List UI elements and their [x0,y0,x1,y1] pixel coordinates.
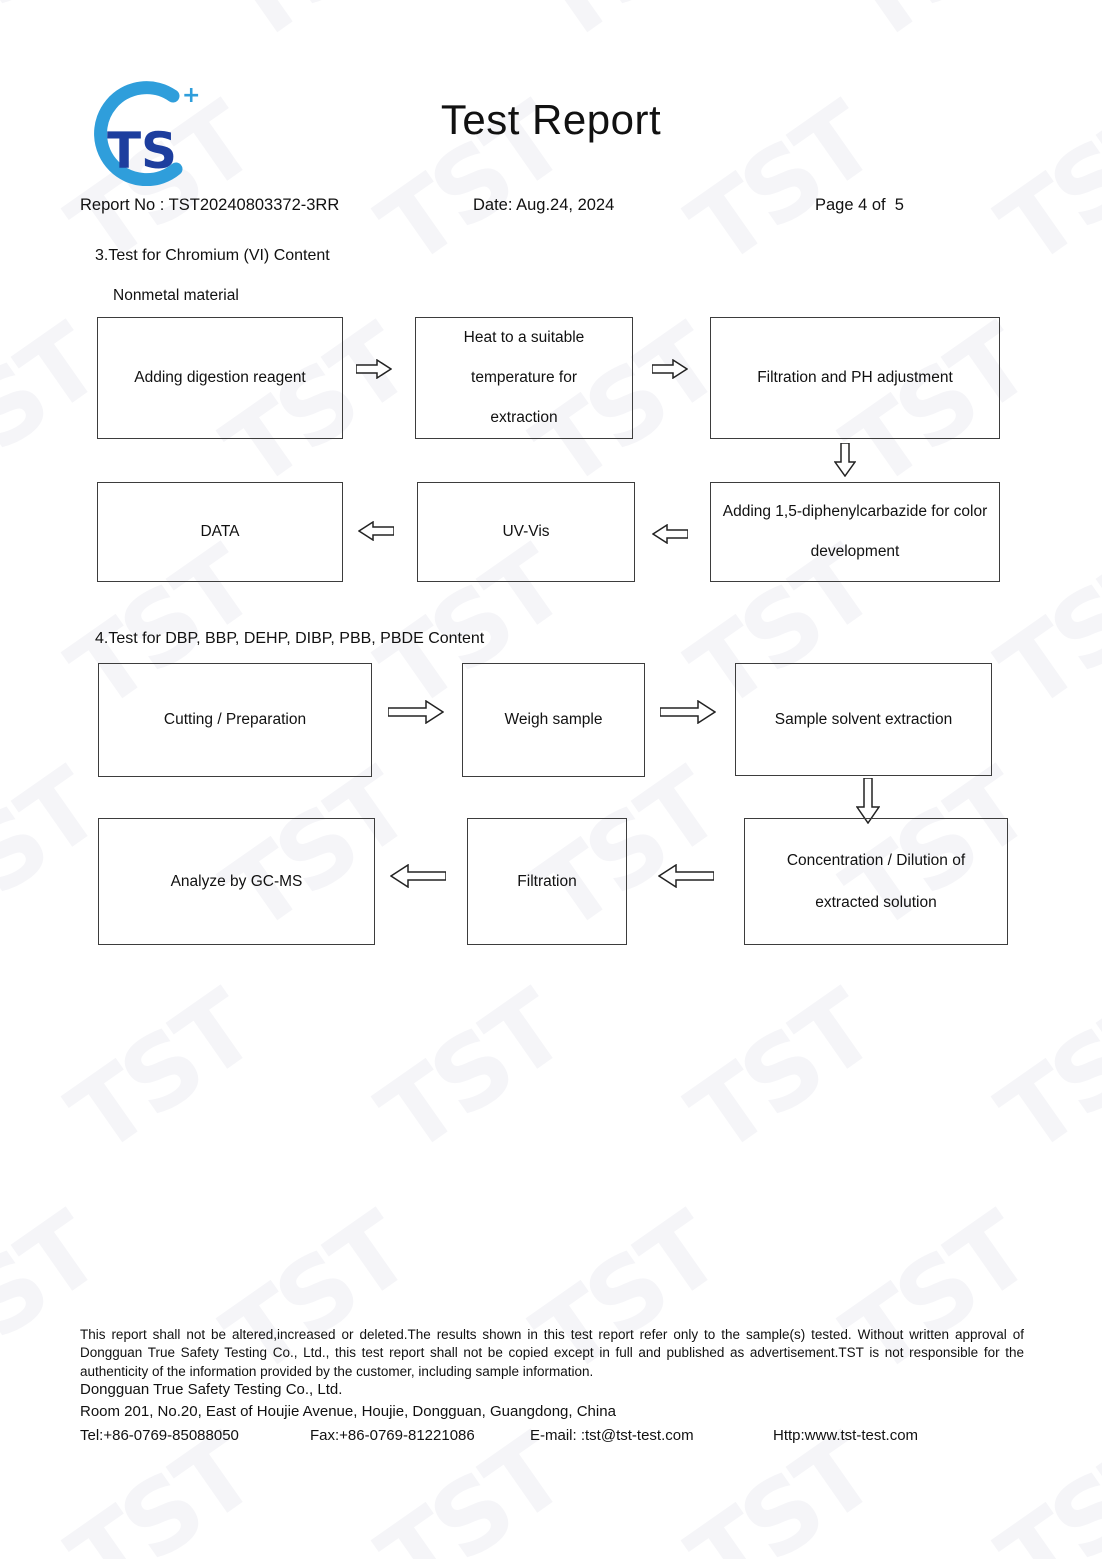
company-name: Dongguan True Safety Testing Co., Ltd. [80,1381,343,1398]
section4-heading: 4.Test for DBP, BBP, DEHP, DIBP, PBB, PB… [95,630,485,647]
logo-letters: TS [107,122,177,180]
arrow-left-icon [658,864,714,888]
disclaimer-text: This report shall not be altered,increas… [80,1326,1024,1379]
flow-box-filtration-ph: Filtration and PH adjustment [710,317,1000,439]
contact-email: E-mail: :tst@tst-test.com [530,1427,694,1444]
logo-crescent-icon [94,81,183,186]
flow-box-diphenylcarbazide: Adding 1,5-diphenylcarbazide for color d… [710,482,1000,582]
flow-box-weigh-sample: Weigh sample [462,663,645,777]
report-date: Date: Aug.24, 2024 [473,196,615,214]
arrow-right-icon [652,359,688,379]
arrow-left-icon [390,864,446,888]
flow-box-concentration-dilution: Concentration / Dilution of extracted so… [744,818,1008,945]
arrow-left-icon [358,521,394,541]
flow-box-cutting-preparation: Cutting / Preparation [98,663,372,777]
arrow-left-icon [652,524,688,544]
logo-plus-icon: + [182,83,200,108]
flow-box-uv-vis: UV-Vis [417,482,635,582]
flow-box-analyze-gcms: Analyze by GC-MS [98,818,375,945]
report-number: Report No : TST20240803372-3RR [80,196,340,214]
flow-box-adding-digestion-reagent: Adding digestion reagent [97,317,343,439]
arrow-right-icon [388,700,444,724]
flow-box-filtration: Filtration [467,818,627,945]
section3-heading: 3.Test for Chromium (VI) Content [95,247,330,264]
flow-box-solvent-extraction: Sample solvent extraction [735,663,992,776]
section3-subheading: Nonmetal material [113,287,239,304]
arrow-right-icon [660,700,716,724]
page-title: Test Report [440,96,662,143]
contact-website: Http:www.tst-test.com [773,1427,919,1444]
company-address: Room 201, No.20, East of Houjie Avenue, … [80,1403,616,1420]
arrow-right-icon [356,359,392,379]
tst-logo: TS + [94,81,200,186]
arrow-down-icon [834,443,856,477]
contact-tel: Tel:+86-0769-85088050 [80,1427,239,1444]
contact-fax: Fax:+86-0769-81221086 [310,1427,475,1444]
arrow-down-icon [856,778,880,824]
flow-box-data: DATA [97,482,343,582]
page-indicator: Page 4 of 5 [815,196,904,214]
flow-box-heat-extraction: Heat to a suitable temperature for extra… [415,317,633,439]
